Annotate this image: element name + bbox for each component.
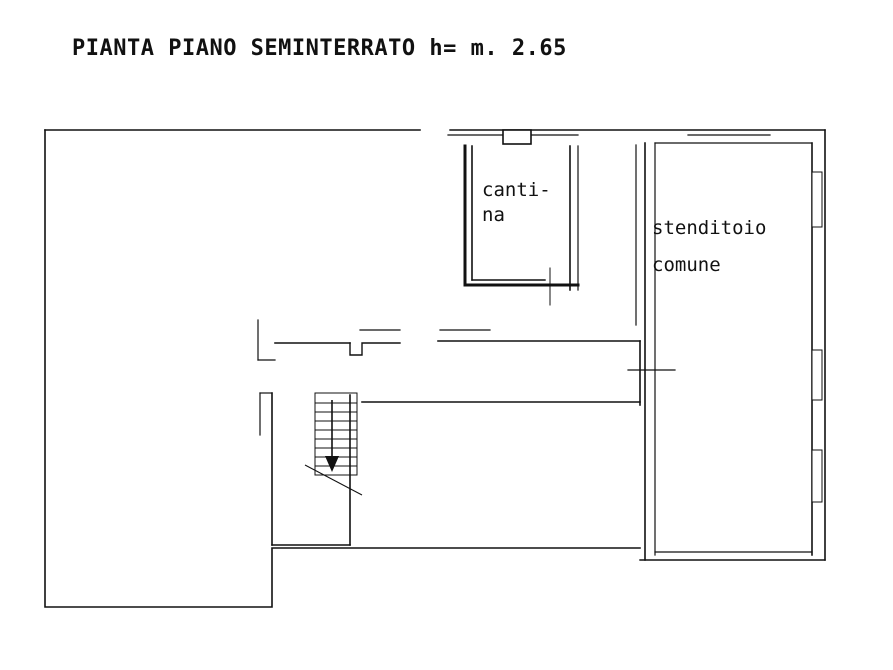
window-east-1 [811,171,823,228]
stenditoio-label-2: comune [652,254,721,276]
outer-walls [44,129,826,608]
stenditoio-room: stenditoio comune [627,129,826,561]
stair-flight [314,392,358,476]
cantina-label-1: canti- [482,179,551,201]
window-east-3 [811,449,823,503]
corridor [257,319,641,406]
plan-title: PIANTA PIANO SEMINTERRATO h= m. 2.65 [72,36,567,61]
window-east-2 [811,349,823,401]
stair-cut-line [304,464,363,496]
stair-arrow-head [325,456,339,472]
stairwell [259,392,363,546]
window-cantina [502,129,532,145]
cantina-room: canti- na [463,129,580,306]
stenditoio-label-1: stenditoio [652,217,766,239]
cantina-label-2: na [482,204,505,226]
